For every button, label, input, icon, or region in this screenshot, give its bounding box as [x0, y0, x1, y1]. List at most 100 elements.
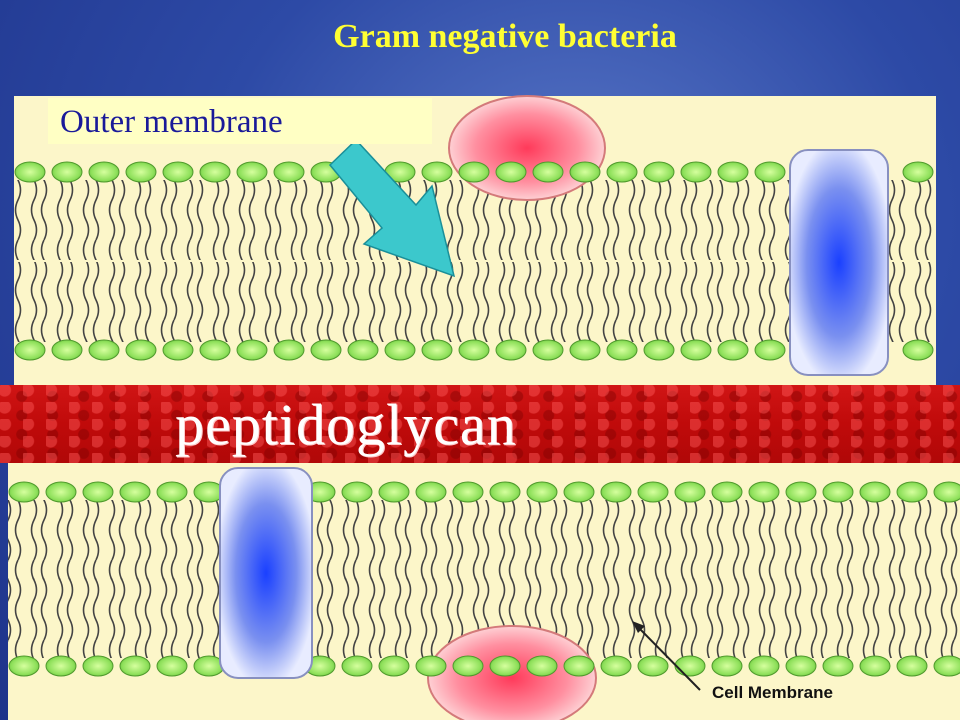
lipid-head [452, 481, 484, 503]
inner-lower-heads [8, 655, 960, 677]
lipid-head [748, 481, 780, 503]
lipid-head [125, 339, 157, 361]
lipid-head [569, 339, 601, 361]
lipid-head [600, 655, 632, 677]
lipid-head [378, 481, 410, 503]
lipid-head [526, 481, 558, 503]
lipid-head [933, 481, 960, 503]
lipid-head [489, 655, 521, 677]
lipid-head [902, 339, 934, 361]
lipid-head [606, 161, 638, 183]
lipid-head [14, 339, 46, 361]
lipid-head [347, 339, 379, 361]
inner-transmembrane-protein [219, 467, 313, 679]
lipid-head [421, 161, 453, 183]
lipid-head [8, 655, 40, 677]
lipid-head [310, 339, 342, 361]
cell-membrane-label: Cell Membrane [712, 683, 833, 702]
lipid-head [933, 655, 960, 677]
lipid-head [495, 161, 527, 183]
lipid-head [674, 655, 706, 677]
outer-lower-heads [14, 339, 934, 361]
lipid-head [680, 161, 712, 183]
lipid-head [384, 339, 416, 361]
lipid-head [125, 161, 157, 183]
lipid-head [748, 655, 780, 677]
lipid-head [119, 655, 151, 677]
lipid-head [236, 161, 268, 183]
lipid-head [119, 481, 151, 503]
lipid-head [14, 161, 46, 183]
lipid-head [51, 339, 83, 361]
slide-title: Gram negative bacteria [333, 18, 677, 55]
lipid-head [643, 339, 675, 361]
lipid-head [643, 161, 675, 183]
lipid-head [378, 655, 410, 677]
lipid-head [273, 339, 305, 361]
lipid-head [51, 161, 83, 183]
lipid-head [569, 161, 601, 183]
outer-transmembrane-protein [789, 149, 889, 376]
lipid-head [674, 481, 706, 503]
lipid-head [415, 481, 447, 503]
lipid-head [458, 339, 490, 361]
lipid-head [822, 481, 854, 503]
lipid-head [896, 655, 928, 677]
outer-upper-heads [14, 161, 934, 183]
outer-upper-tails [14, 180, 936, 260]
lipid-head [156, 481, 188, 503]
peptidoglycan-layer [0, 385, 960, 463]
lipid-head [415, 655, 447, 677]
lipid-head [680, 339, 712, 361]
lipid-head [82, 481, 114, 503]
lipid-head [458, 161, 490, 183]
cell-membrane-pointer [635, 624, 701, 691]
lipid-head [82, 655, 114, 677]
lipid-head [156, 655, 188, 677]
lipid-head [637, 481, 669, 503]
lipid-head [88, 339, 120, 361]
lipid-head [341, 481, 373, 503]
inner-upper-tails [8, 500, 960, 580]
outer-lower-tails [14, 262, 936, 342]
lipid-head [236, 339, 268, 361]
lipid-head [489, 481, 521, 503]
lipid-head [421, 339, 453, 361]
lipid-head [717, 161, 749, 183]
arrow-icon [328, 138, 456, 278]
lipid-head [526, 655, 558, 677]
lipid-head [532, 339, 564, 361]
lipid-head [754, 339, 786, 361]
lipid-head [199, 161, 231, 183]
lipid-head [45, 481, 77, 503]
pointer-arrowhead-icon [632, 621, 645, 633]
lipid-head [495, 339, 527, 361]
lipid-head [785, 481, 817, 503]
lipid-head [452, 655, 484, 677]
lipid-head [859, 655, 891, 677]
lipid-head [8, 481, 40, 503]
lipid-head [606, 339, 638, 361]
inner-upper-heads [8, 481, 960, 503]
lipid-head [563, 655, 595, 677]
lipid-head [785, 655, 817, 677]
lipid-head [600, 481, 632, 503]
lipid-head [162, 339, 194, 361]
lipid-head [637, 655, 669, 677]
lipid-head [162, 161, 194, 183]
lipid-head [859, 481, 891, 503]
lipid-head [822, 655, 854, 677]
lipid-head [896, 481, 928, 503]
lipid-head [711, 655, 743, 677]
lipid-head [754, 161, 786, 183]
lipid-head [717, 339, 749, 361]
peptidoglycan-label: peptidoglycan [175, 392, 517, 457]
lipid-head [45, 655, 77, 677]
lipid-head [88, 161, 120, 183]
outer-membrane-protein [448, 95, 606, 201]
lipid-head [273, 161, 305, 183]
lipid-head [532, 161, 564, 183]
outer-membrane-label: Outer membrane [48, 98, 432, 144]
lipid-head [902, 161, 934, 183]
